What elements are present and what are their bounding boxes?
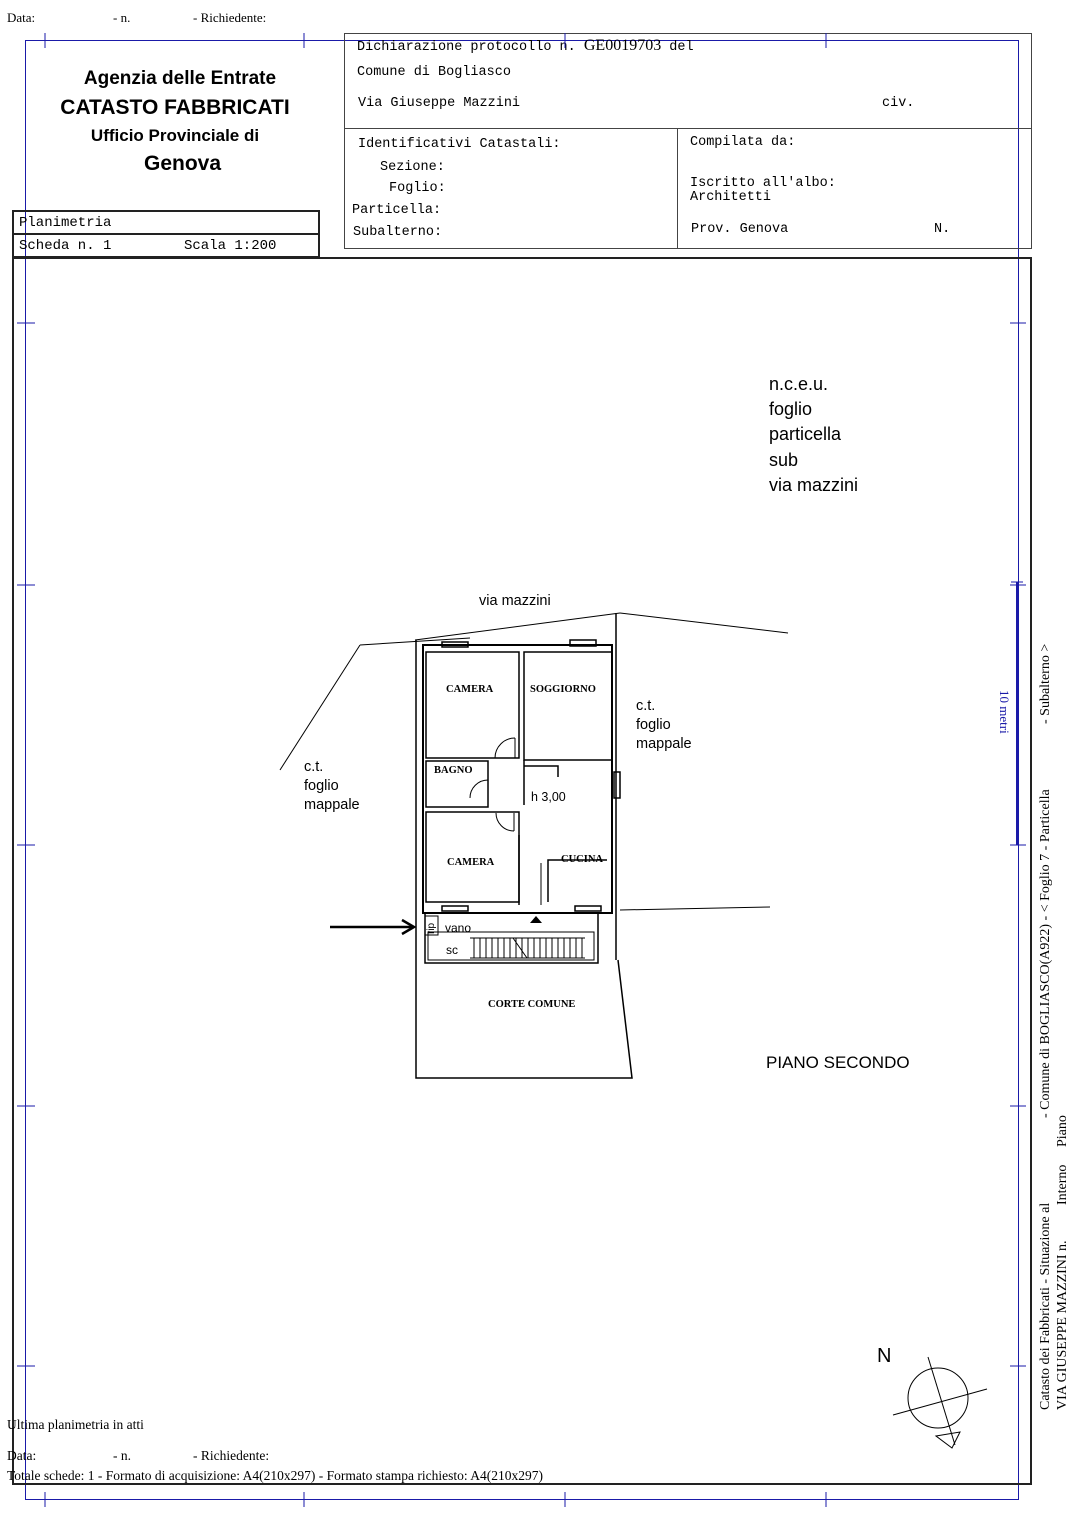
side-text-piano: Piano [1055, 1115, 1070, 1147]
side-text-via: VIA GIUSEPPE MAZZINI n. [1055, 1240, 1070, 1410]
room-camera-top [425, 651, 520, 759]
outer-wall-left-bottom [415, 640, 633, 1079]
top-data-label: Data: [7, 10, 36, 25]
north-circle [907, 1367, 969, 1429]
agency-ufficio: Ufficio Provinciale di [90, 126, 260, 145]
blue-frame-bottom [25, 1499, 1019, 1500]
boundary-line-right [619, 906, 771, 911]
ct-line: c.t. [636, 698, 656, 714]
room-label-rip: rip [426, 922, 437, 934]
protocollo-number: GE0019703 [583, 37, 662, 54]
drawing-frame [12, 257, 1032, 1485]
north-label: N [877, 1345, 892, 1367]
nceu-block: n.c.e.u. foglio particella sub via mazzi… [769, 372, 858, 498]
ruler-label: 10 metri [997, 690, 1012, 734]
blue-frame-right [1018, 40, 1019, 1500]
subalterno-label: Subalterno: [353, 225, 443, 240]
floor-label: PIANO SECONDO [766, 1053, 910, 1072]
side-text-subalterno: - Subalterno > [1038, 643, 1053, 724]
nceu-line: sub [769, 449, 799, 470]
ct-line: foglio [304, 778, 339, 794]
room-label-sc: sc [446, 943, 458, 957]
boundary-line-top-right [619, 612, 789, 634]
room-label-vano: vano [445, 921, 472, 935]
foglio-label: Foglio: [389, 181, 446, 196]
footer-richiedente-label: - Richiedente: [193, 1448, 270, 1463]
ct-line: c.t. [304, 759, 324, 775]
top-n-label: - n. [113, 10, 131, 25]
street-edge [414, 612, 621, 641]
architetti-label: Architetti [690, 190, 772, 205]
room-soggiorno [523, 651, 613, 761]
nceu-line: particella [769, 424, 842, 445]
top-richiedente-label: - Richiedente: [193, 10, 267, 25]
footer-n-label: - n. [113, 1448, 131, 1463]
footer-totale: Totale schede: 1 - Formato di acquisizio… [7, 1468, 543, 1483]
comune-label: Comune di Bogliasco [357, 65, 511, 80]
ct-left-block: c.t. foglio mappale [304, 758, 360, 815]
boundary-line-top-left [359, 637, 471, 646]
ct-line: mappale [636, 736, 692, 752]
header-divider-v [677, 128, 678, 249]
room-label-bagno: BAGNO [434, 765, 473, 776]
footer-ultima: Ultima planimetria in atti [7, 1417, 144, 1432]
via-label: Via Giuseppe Mazzini [358, 96, 521, 111]
side-text-comune: - Comune di BOGLIASCO(A922) - < Foglio 7… [1038, 789, 1053, 1118]
agency-name: Agenzia delle Entrate [83, 68, 277, 89]
compilata-label: Compilata da: [690, 135, 796, 150]
room-label-soggiorno: SOGGIORNO [530, 684, 596, 695]
room-label-camera-bottom: CAMERA [447, 857, 495, 868]
particella-label: Particella: [352, 203, 442, 218]
ct-right-block: c.t. foglio mappale [636, 697, 692, 754]
agency-city: Genova [143, 152, 222, 175]
footer-data-label: Data: [7, 1448, 37, 1463]
room-label-camera-top: CAMERA [446, 684, 494, 695]
dichiarazione-label: Dichiarazione protocollo n. GE0019703 de… [357, 37, 694, 55]
nceu-line: foglio [769, 399, 813, 420]
agency-catasto: CATASTO FABBRICATI [60, 96, 290, 119]
sezione-label: Sezione: [380, 160, 445, 175]
blue-frame-left [25, 40, 26, 1500]
header-table [344, 33, 1032, 249]
header-divider-h [345, 128, 1031, 129]
iscritto-label: Iscritto all'albo: [690, 176, 836, 191]
side-text-situazione: Catasto dei Fabbricati - Situazione al [1038, 1202, 1053, 1410]
ct-line: foglio [636, 717, 671, 733]
room-height-label: h 3,00 [531, 790, 566, 804]
planimetria-title: Planimetria [19, 215, 112, 231]
room-label-corte: CORTE COMUNE [488, 999, 576, 1010]
n-label: N. [934, 222, 951, 237]
room-label-cucina: CUCINA [561, 854, 603, 865]
scala-label: Scala 1:200 [184, 238, 277, 254]
nceu-line: n.c.e.u. [769, 374, 829, 394]
side-text-interno: Interno [1055, 1164, 1070, 1205]
civ-label: civ. [882, 96, 915, 111]
prov-label: Prov. Genova [691, 222, 789, 237]
scheda-label: Scheda n. 1 [19, 238, 112, 254]
ct-line: mappale [304, 797, 360, 813]
cucina-wall [547, 859, 607, 902]
blue-frame-top [25, 40, 1019, 41]
street-label: via mazzini [479, 593, 551, 609]
stair-outline [427, 931, 595, 961]
nceu-line: via mazzini [769, 474, 859, 495]
planimetria-divider [14, 233, 318, 235]
boundary-line-left [279, 644, 361, 771]
identificativi-label: Identificativi Catastali: [358, 137, 561, 152]
